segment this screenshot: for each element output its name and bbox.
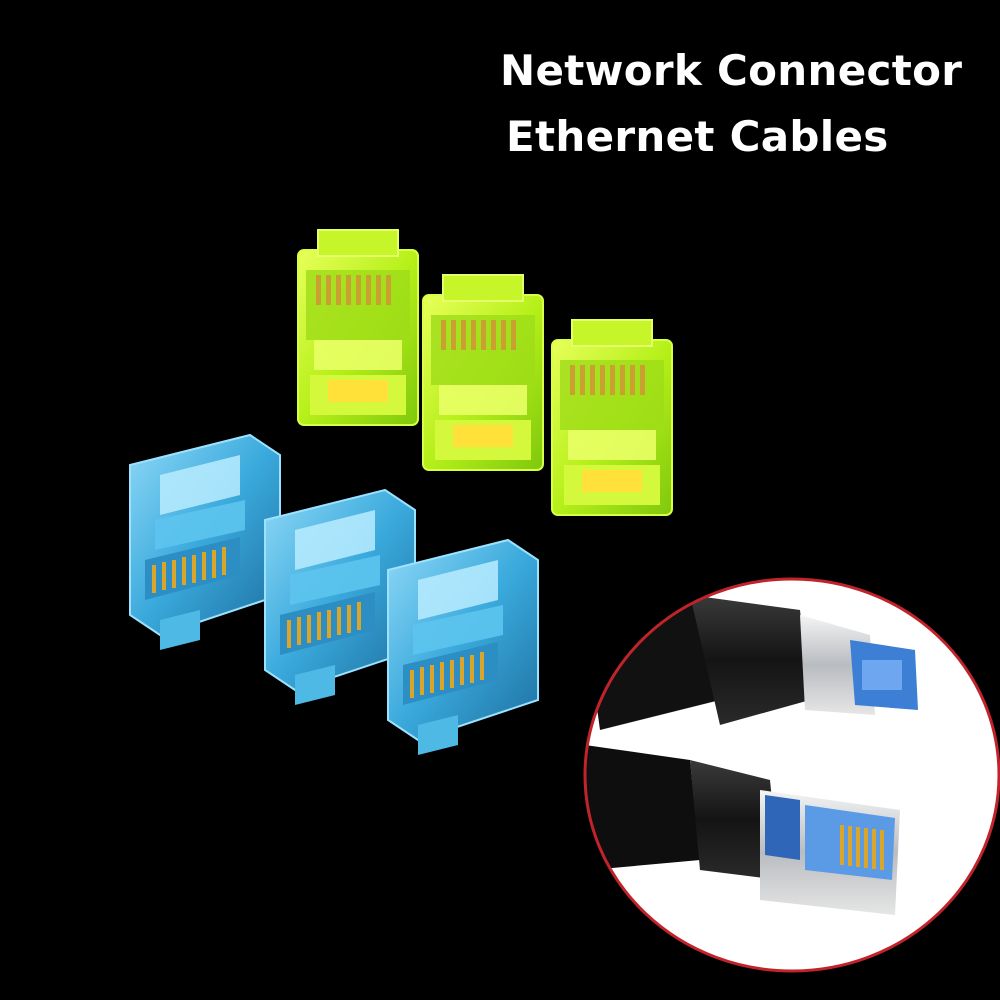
green-connector-3 bbox=[551, 319, 673, 516]
green-connector-2 bbox=[422, 274, 544, 471]
cable-inset bbox=[583, 577, 1000, 973]
blue-connector-3 bbox=[387, 539, 539, 756]
blue-connector-1 bbox=[129, 434, 281, 651]
green-connector-1 bbox=[297, 229, 419, 426]
title-line-1: Network Connector bbox=[500, 46, 963, 95]
title-line-2: Ethernet Cables bbox=[506, 112, 889, 161]
